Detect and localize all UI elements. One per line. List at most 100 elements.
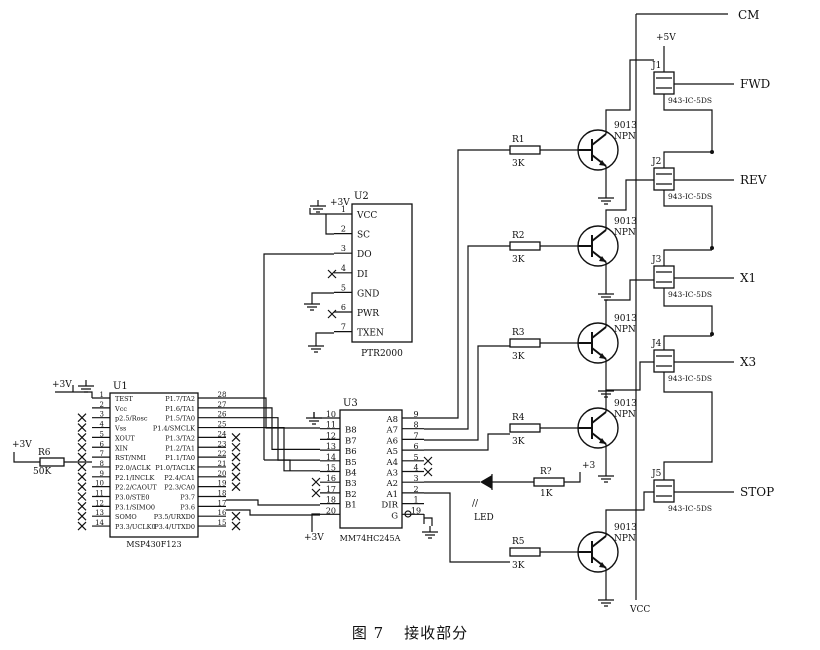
q1-collector-wire (605, 59, 654, 134)
relay-part: 943-IC-5DS (668, 504, 712, 513)
no-connect-mark (77, 462, 87, 472)
u1-pin-number: 10 (95, 480, 104, 488)
u3-pin-name: A8 (385, 415, 398, 425)
emitter-arrow (599, 353, 606, 359)
relay-coil (653, 349, 675, 373)
led-triangle (480, 475, 492, 489)
u3-pin-number: 17 (326, 485, 336, 494)
no-connect-mark (77, 423, 87, 432)
junction-dot (710, 246, 714, 250)
relay-coil (653, 479, 675, 503)
u2-pin-number: 7 (341, 323, 346, 332)
base-resistor-body (509, 547, 541, 557)
ground-symbol (598, 385, 614, 398)
npn-transistor (577, 225, 619, 267)
no-connect-mark (77, 492, 87, 501)
u1-to-u3-bus-wire (226, 426, 320, 472)
u3-pin-number: 8 (413, 421, 418, 430)
figure-title: 接收部分 (404, 624, 469, 642)
u2-gnd-wire (311, 292, 334, 298)
no-connect-mark (423, 456, 433, 466)
relay-ref: J3 (651, 255, 662, 265)
u1-pin-number: 1 (100, 391, 104, 399)
base-resistor-body (509, 423, 541, 433)
transistor-model: 9013 (614, 523, 637, 533)
no-connect-mark (231, 462, 241, 472)
transistor-type: NPN (614, 228, 636, 238)
transistor-model: 9013 (614, 217, 637, 227)
u1-pin-name: p2.5/Rosc (115, 415, 148, 423)
q3-collector-wire (605, 279, 654, 327)
u1-pin-name: P2.2/CAOUT (115, 484, 157, 492)
u2-pin-number: 2 (341, 225, 346, 234)
u1-pin-name: P3.3/UCLK0 (115, 523, 156, 531)
base-resistor-value: 3K (512, 255, 525, 265)
u3-pin-number: 15 (326, 464, 336, 473)
u3-pin-name: A5 (385, 447, 398, 457)
u3-pin-number: 6 (413, 442, 418, 451)
no-connect-mark (311, 477, 321, 487)
base-resistor-ref: R5 (512, 537, 525, 547)
cm-label: CM (738, 8, 759, 22)
u2-supply-wire (309, 208, 334, 235)
u3-pin-name: A3 (385, 469, 398, 479)
u2-pin-name: PWR (357, 309, 379, 319)
relay-part: 943-IC-5DS (668, 96, 712, 105)
u1-pin-name: P3.7 (180, 494, 195, 502)
u3-pin10-wire (313, 412, 320, 419)
relay-part: 943-IC-5DS (668, 374, 712, 383)
no-connect-mark (77, 472, 87, 482)
u3-pin-name: B4 (345, 469, 357, 479)
u1-pin-name: P3.0/STE0 (115, 494, 150, 502)
u1-pin-number: 8 (100, 460, 104, 468)
u3-pin-name: A6 (385, 436, 398, 446)
r6-body (39, 457, 65, 467)
relay-coil-mark (656, 485, 672, 497)
base-resistor-ref: R2 (512, 231, 525, 241)
relay-coil-mark (656, 173, 672, 185)
no-connect-mark (327, 309, 337, 319)
u2-pin-name: SC (357, 231, 370, 241)
base-resistor-value: 3K (512, 352, 525, 362)
relay-ref: J2 (651, 157, 661, 167)
wire-layer (13, 13, 734, 600)
emitter-arrow (599, 256, 606, 262)
u3-ref: U3 (343, 398, 358, 409)
u1-pin-name: P3.5/URXD0 (154, 513, 195, 521)
u3-pin-name: B6 (345, 447, 357, 457)
u3-pin-number: 10 (326, 410, 336, 419)
u3-vcc-wire (311, 513, 320, 532)
u3-dir-bubble (404, 510, 412, 518)
no-connect-mark (77, 432, 87, 442)
no-connect-mark (231, 452, 241, 462)
u1-p36-to-u3-wire (226, 509, 320, 516)
u3-pin-name: B3 (345, 479, 357, 489)
u3-dir-wire (423, 514, 433, 526)
u3-pin-name: B8 (345, 426, 357, 436)
u1-pin-number: 22 (218, 450, 227, 458)
u1-pin-number: 21 (218, 460, 227, 468)
u3-pin-name: A7 (385, 426, 398, 436)
u1-pin-number: 11 (95, 490, 104, 498)
u1-pin-name: P2.4/CA1 (164, 474, 195, 482)
u3-pin-name: A1 (385, 490, 398, 500)
u2-plus3v-label: +3V (330, 198, 350, 208)
u1-pin-name: P2.0/ACLK (115, 464, 151, 472)
led-arrows: // (472, 499, 479, 509)
emitter-arrow (599, 562, 606, 568)
u3-pin-number: 2 (413, 485, 418, 494)
u1-pin-number: 9 (100, 470, 104, 478)
u3-pin-name: B1 (345, 501, 357, 511)
u3-pin-name: A4 (385, 458, 398, 468)
u1-supply-wire (55, 385, 93, 398)
led-wire-right (492, 472, 581, 483)
u1-pin-number: 17 (218, 499, 227, 507)
u3-pin-name: DIR (381, 501, 398, 511)
u1-pin-name: P1.5/TA0 (165, 415, 195, 423)
base-resistor-value: 3K (512, 159, 525, 169)
u1-pin-number: 23 (218, 440, 227, 448)
u1-pin-name: P3.1/SIMO0 (115, 503, 155, 511)
no-connect-mark (77, 442, 87, 452)
u3-pin-number: 19 (411, 506, 421, 515)
